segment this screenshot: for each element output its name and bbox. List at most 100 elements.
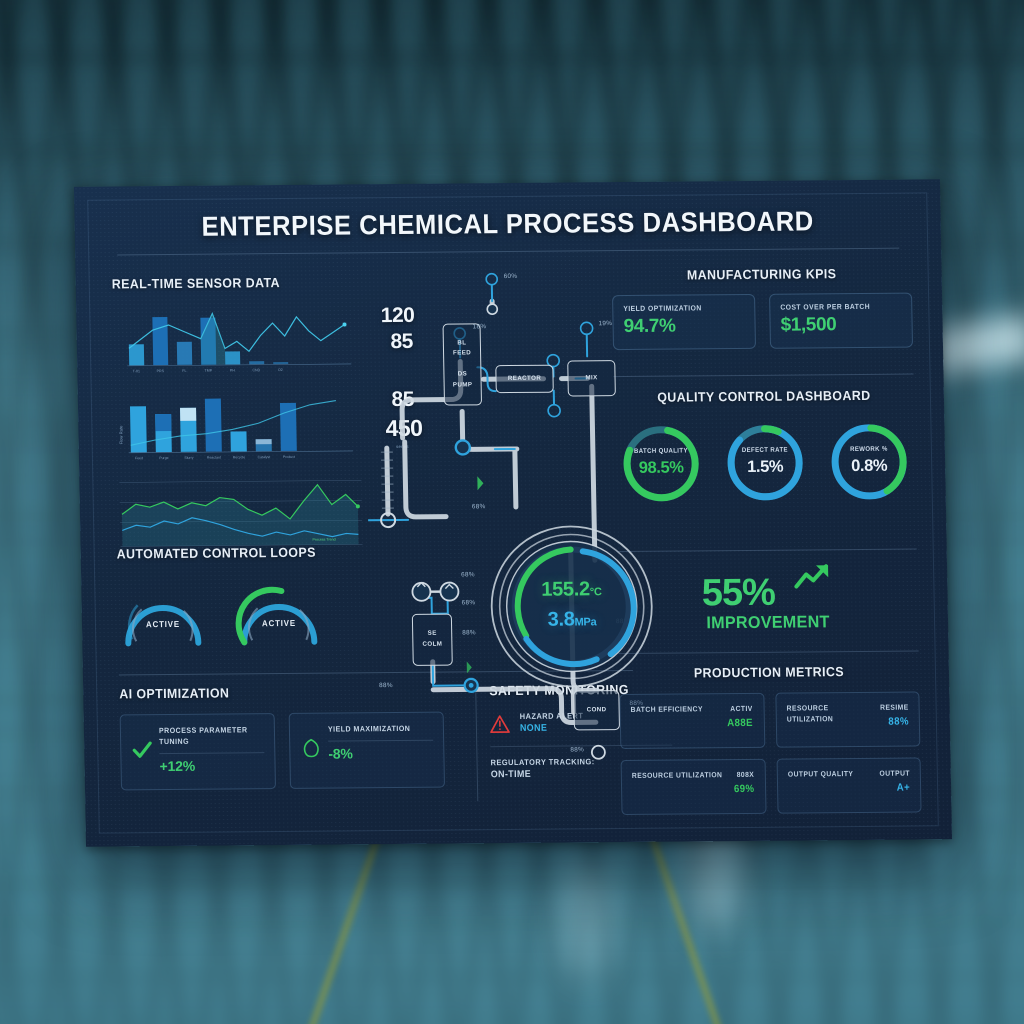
reactor-temp-value: 155.2 — [541, 578, 591, 601]
flow-pct-11: 88% — [570, 746, 585, 754]
ai-card-1-value: +12% — [159, 757, 196, 775]
page-title: ENTERPISE CHEMICAL PROCESS DASHBOARD — [201, 205, 815, 242]
sensor-chart-1[interactable]: Sensor Reading T-01P — [112, 271, 415, 376]
prod-cell-resource-util-2[interactable]: RESOURCE UTILIZATION 808X 69% — [620, 758, 767, 816]
donut-defect-rate[interactable]: DEFECT RATE 1.5% — [722, 420, 808, 505]
prod-4-subtitle: OUTPUT — [879, 768, 910, 778]
reactor-unit-label: REACTOR — [507, 374, 542, 382]
dashboard-panel: ENTERPISE CHEMICAL PROCESS DASHBOARD REA… — [73, 179, 953, 847]
prod-3-subtitle: 808X — [736, 769, 755, 780]
prod-1-value: A88E — [727, 717, 754, 730]
reactor-pressure-unit: MPa — [574, 616, 597, 629]
flow-pct-8: 88% — [379, 682, 393, 690]
prod-cell-batch-efficiency[interactable]: BATCH EFFICIENCY ACTIV A88E — [619, 692, 765, 750]
donut-1-label: BATCH QUALITY — [633, 447, 688, 455]
floor-glow-left — [560, 860, 612, 980]
flow-pct-4: 68% — [471, 503, 486, 511]
improvement-value: 55% — [701, 571, 776, 615]
flow-pct-2: 18% — [472, 323, 487, 331]
quality-donuts: BATCH QUALITY 98.5% DEFECT RATE 1.5% — [614, 419, 916, 506]
feed-vessel-line4: PUMP — [452, 380, 473, 389]
condenser-unit[interactable]: COND — [573, 690, 620, 731]
process-flow-diagram[interactable]: BL FEED DS PUMP REACTOR MIX SE COLM COND… — [363, 260, 674, 843]
production-metrics-section: PRODUCTION METRICS BATCH EFFICIENCY ACTI… — [619, 663, 922, 816]
control-loop-gauge-2[interactable]: ACTIVE — [233, 580, 324, 653]
svg-text:Slurry: Slurry — [184, 456, 193, 460]
improvement-label: IMPROVEMENT — [706, 612, 830, 633]
check-icon — [131, 739, 153, 761]
prod-1-right: ACTIV A88E — [727, 703, 753, 738]
flow-pct-6: 68% — [461, 599, 476, 607]
flow-pct-3: 19% — [598, 320, 613, 328]
ai-card-1-title: PROCESS PARAMETER TUNING — [158, 725, 248, 747]
reactor-readout-dial[interactable]: 155.2°C 3.8MPa — [486, 522, 657, 691]
svg-text:Flow Rate: Flow Rate — [118, 425, 123, 445]
reactor-temp-unit: °C — [589, 586, 602, 599]
separator-line2: COLM — [422, 640, 443, 648]
feed-vessel-line3: DS — [457, 370, 468, 378]
right-column: MANUFACTURING KPIS YIELD OPTIMIZATION 94… — [612, 266, 922, 816]
donut-batch-quality[interactable]: BATCH QUALITY 98.5% — [618, 421, 704, 506]
improvement-highlight: 55% IMPROVEMENT — [617, 561, 918, 634]
svg-text:Feed: Feed — [135, 456, 143, 460]
prod-1-subtitle: ACTIV — [730, 703, 754, 714]
production-grid: BATCH EFFICIENCY ACTIV A88E RESOURCE UTI… — [619, 691, 922, 816]
safety-row-hazard[interactable]: HAZARD ALERT NONE — [490, 710, 690, 734]
sensor-section: REAL-TIME SENSOR DATA Sensor Reading — [111, 271, 423, 554]
donut-3-label: REWORK % — [849, 445, 888, 454]
donut-rework[interactable]: REWORK % 0.8% — [826, 420, 912, 505]
flow-pct-7: 88% — [462, 629, 476, 637]
sensor-section-heading: REAL-TIME SENSOR DATA — [111, 275, 281, 292]
kpi-card-cost[interactable]: COST OVER PER BATCH $1,500 — [769, 292, 914, 349]
flow-pct-1: 60% — [503, 272, 518, 281]
kpi-cost-label: COST OVER PER BATCH — [780, 301, 871, 312]
donut-2-label: DEFECT RATE — [741, 446, 788, 455]
svg-text:Recycle: Recycle — [233, 455, 246, 459]
reactor-pressure-value: 3.8 — [547, 608, 575, 631]
kpi-cards: YIELD OPTIMIZATION 94.7% COST OVER PER B… — [612, 292, 914, 351]
prod-1-label: BATCH EFFICIENCY — [630, 704, 703, 714]
sensor-chart-2[interactable]: Flow Rate — [114, 388, 422, 466]
quality-heading: QUALITY CONTROL DASHBOARD — [657, 387, 871, 405]
separator-unit[interactable]: SE COLM — [411, 613, 453, 666]
sensor-charts: Sensor Reading T-01P — [112, 271, 423, 554]
donut-2-value: 1.5% — [747, 457, 784, 476]
donut-3-value: 0.8% — [851, 456, 888, 476]
prod-cell-output-quality[interactable]: OUTPUT QUALITY OUTPUT A+ — [776, 757, 922, 814]
ai-card-yield-max[interactable]: YIELD MAXIMIZATION -8% — [288, 711, 446, 789]
flow-pct-5: 68% — [461, 571, 475, 579]
safety-monitoring-section: SAFETY MONITORING HAZARD ALERT NONE REGU… — [489, 681, 691, 780]
kpi-yield-label: YIELD OPTIMIZATION — [623, 303, 702, 314]
control-loop-gauge-1[interactable]: ACTIVE — [117, 581, 208, 654]
prod-3-right: 808X 69% — [734, 769, 755, 804]
svg-text:PH: PH — [230, 368, 235, 372]
separator-line1: SE — [427, 630, 437, 638]
mixer-unit-label: MIX — [585, 373, 598, 382]
kpis-heading: MANUFACTURING KPIS — [686, 266, 837, 283]
mixer-unit[interactable]: MIX — [567, 360, 616, 397]
quality-control-section: QUALITY CONTROL DASHBOARD BATCH QUALITY … — [614, 388, 916, 507]
prod-2-label: RESOURCE UTILIZATION — [786, 703, 833, 725]
kpi-yield-value: 94.7% — [623, 315, 676, 338]
prod-2-right: RESIME 88% — [880, 702, 909, 737]
warning-icon — [490, 714, 510, 734]
condenser-label: COND — [586, 705, 607, 714]
control-loops-section: AUTOMATED CONTROL LOOPS ACTIVE ACT — [117, 544, 389, 653]
svg-text:Product: Product — [283, 455, 295, 459]
svg-text:PRS: PRS — [157, 369, 165, 373]
donut-1-value: 98.5% — [638, 458, 684, 477]
svg-text:Purge: Purge — [159, 456, 168, 460]
ai-card-process-tuning[interactable]: PROCESS PARAMETER TUNING +12% — [119, 713, 277, 791]
svg-text:Catalyst: Catalyst — [258, 455, 271, 459]
prod-cell-resource-util-1[interactable]: RESOURCE UTILIZATION RESIME 88% — [774, 691, 921, 748]
kpi-card-yield[interactable]: YIELD OPTIMIZATION 94.7% — [612, 293, 757, 351]
svg-text:Reactant: Reactant — [207, 456, 221, 460]
prod-3-label: RESOURCE UTILIZATION — [631, 770, 723, 780]
feed-vessel-unit[interactable]: BL FEED DS PUMP — [442, 323, 483, 406]
process-trend-chart[interactable]: Process Trend — [115, 474, 366, 554]
title-divider — [117, 247, 900, 256]
reactor-unit[interactable]: REACTOR — [495, 364, 554, 394]
svg-text:FL: FL — [182, 369, 186, 373]
prod-2-subtitle: RESIME — [879, 702, 909, 712]
prod-4-value: A+ — [896, 782, 911, 795]
